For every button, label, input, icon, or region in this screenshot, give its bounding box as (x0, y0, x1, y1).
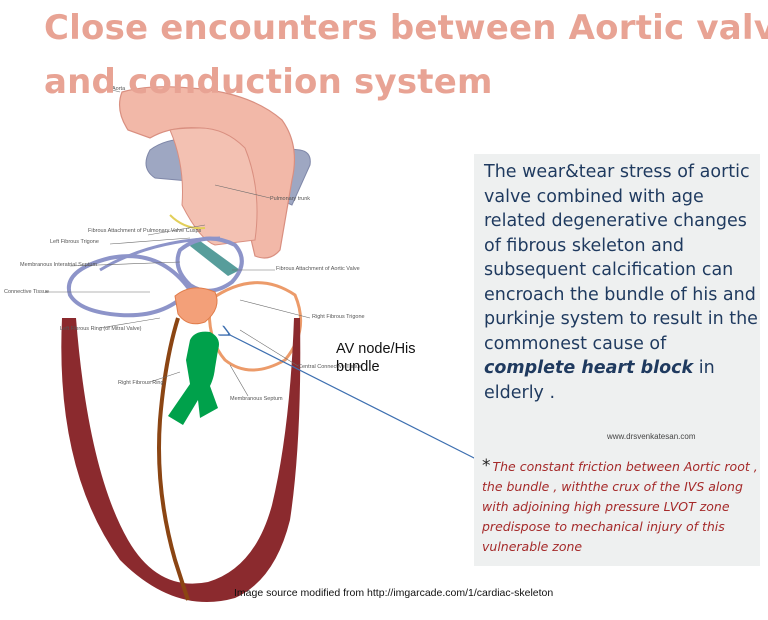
ventricle-wall (61, 318, 300, 602)
label-fibrous-attachment-aortic: Fibrous Attachment of Aortic Valve (276, 266, 360, 272)
right-fibrous-ring (209, 283, 300, 370)
description-text: The wear&tear stress of aortic valve com… (484, 160, 760, 405)
slide-title-line-1: Close encounters between Aortic valve (44, 8, 768, 48)
footnote-text: The constant friction between Aortic roo… (482, 459, 758, 554)
label-right-fibrous-trigone: Right Fibrous Trigone (312, 314, 365, 320)
slide-title-line-2: and conduction system (44, 62, 493, 102)
label-membranous-septum-lower: Membranous Septum (230, 396, 283, 402)
label-pulmonary-trunk: Pulmonary trunk (270, 196, 310, 202)
label-left-fibrous-trigone: Left Fibrous Trigone (50, 239, 99, 245)
label-connective-tissue: Connective Tissue (4, 289, 49, 295)
av-node-callout: AV node/His bundle (336, 340, 436, 376)
his-bundle-highlight (168, 332, 219, 425)
label-fibrous-attachment-pulmonary: Fibrous Attachment of Pulmonary Valve Cu… (88, 228, 202, 234)
website-credit: www.drsvenkatesan.com (607, 432, 695, 441)
footnote-marker: * (482, 456, 491, 476)
footnote: *The constant friction between Aortic ro… (482, 456, 758, 557)
label-left-fibrous-ring: Left Fibrous Ring (of Mitral Valve) (60, 326, 142, 332)
purkinje-fiber (159, 318, 188, 600)
description-emphasis: complete heart block (484, 358, 693, 378)
label-membranous-septum-upper: Membranous Interatrial Septum (20, 262, 97, 268)
description-part-1: The wear&tear stress of aortic valve com… (484, 162, 758, 354)
image-source: Image source modified from http://imgarc… (234, 587, 553, 599)
label-right-fibrous-ring: Right Fibrous Ring (118, 380, 164, 386)
